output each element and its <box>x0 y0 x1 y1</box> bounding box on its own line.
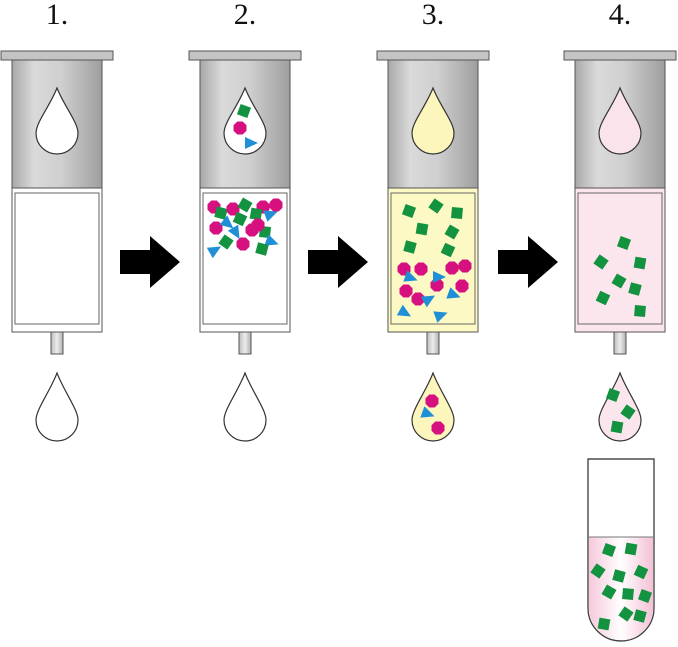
analyte-square <box>634 305 646 317</box>
analyte-square <box>633 609 647 623</box>
cartridge-step-4 <box>563 50 677 442</box>
cartridge-step-1 <box>0 50 114 442</box>
droplet-icon <box>223 86 267 155</box>
droplet-icon <box>411 86 455 155</box>
interference-triangle <box>206 246 222 259</box>
analyte-square <box>444 224 460 240</box>
interference-triangle <box>227 224 240 240</box>
step-4-label: 4. <box>609 0 632 31</box>
cartridge-tip <box>238 331 252 355</box>
interference-circle <box>414 262 428 276</box>
analyte-square <box>597 617 611 631</box>
analyte-square <box>403 240 417 254</box>
interference-triangle <box>446 287 461 299</box>
cartridge-tip <box>50 331 64 355</box>
cartridge-step-2 <box>188 50 302 442</box>
interference-triangle <box>433 271 446 283</box>
analyte-square <box>601 542 617 558</box>
analyte-square <box>612 569 626 583</box>
analyte-square <box>610 420 624 434</box>
step-1-label: 1. <box>46 0 69 31</box>
interference-circle <box>226 202 240 216</box>
analyte-square <box>601 584 617 600</box>
arrow-1-icon <box>120 236 180 288</box>
analyte-square <box>633 256 647 270</box>
droplet-icon <box>598 371 642 442</box>
cartridge-flange <box>188 50 302 61</box>
interference-circle <box>251 218 265 232</box>
cartridge-tip <box>613 331 627 355</box>
analyte-square <box>451 207 463 219</box>
analyte-square <box>616 235 632 251</box>
droplet-icon <box>35 371 79 442</box>
step-3-label: 3. <box>422 0 445 31</box>
interference-circle <box>445 261 459 275</box>
cartridge-flange <box>376 50 490 61</box>
analyte-square <box>236 103 252 119</box>
analyte-square <box>622 588 634 600</box>
droplet-icon <box>35 86 79 155</box>
droplet-icon <box>598 86 642 155</box>
analyte-square <box>618 606 634 622</box>
droplet-icon <box>223 371 267 442</box>
step-2-label: 2. <box>234 0 257 31</box>
interference-triangle <box>433 311 448 323</box>
analyte-square <box>637 588 653 604</box>
analyte-square <box>428 198 444 214</box>
interference-circle <box>233 121 247 135</box>
analyte-square <box>255 242 269 256</box>
cartridge-flange <box>563 50 677 61</box>
interference-circle <box>425 394 439 408</box>
analyte-square <box>593 254 609 270</box>
analyte-square <box>611 273 627 289</box>
interference-circle <box>458 259 472 273</box>
arrow-2-icon <box>308 236 368 288</box>
interference-triangle <box>396 304 412 317</box>
interference-triangle <box>263 210 278 222</box>
interference-triangle <box>420 295 436 308</box>
analyte-square <box>633 564 649 580</box>
analyte-square <box>595 290 611 306</box>
analyte-square <box>232 211 248 227</box>
interference-triangle <box>420 406 435 418</box>
analyte-square <box>590 563 606 579</box>
analyte-square <box>605 387 621 403</box>
interference-circle <box>431 421 445 435</box>
arrow-3-icon <box>498 236 558 288</box>
interference-circle <box>455 279 469 293</box>
analyte-square <box>218 234 234 250</box>
interference-triangle <box>403 270 418 282</box>
analyte-square <box>624 542 638 556</box>
analyte-square <box>401 203 417 219</box>
analyte-square <box>415 222 429 236</box>
cartridge-flange <box>0 50 114 61</box>
analyte-square <box>249 207 263 221</box>
cartridge-sorbent-bed <box>574 187 666 333</box>
analyte-square <box>628 282 642 296</box>
interference-circle <box>236 237 250 251</box>
cartridge-step-3 <box>376 50 490 442</box>
cartridge-tip <box>426 331 440 355</box>
interference-circle <box>209 221 223 235</box>
interference-triangle <box>219 215 234 229</box>
interference-circle <box>269 198 283 212</box>
collection-tube-icon <box>587 458 655 642</box>
analyte-square <box>214 206 228 220</box>
interference-circle <box>411 292 425 306</box>
analyte-square <box>440 242 456 258</box>
interference-circle <box>399 284 413 298</box>
analyte-square <box>237 197 253 213</box>
interference-triangle <box>264 234 279 246</box>
cartridge-sorbent-bed <box>11 187 103 333</box>
interference-triangle <box>245 137 258 149</box>
analyte-square <box>620 404 636 420</box>
